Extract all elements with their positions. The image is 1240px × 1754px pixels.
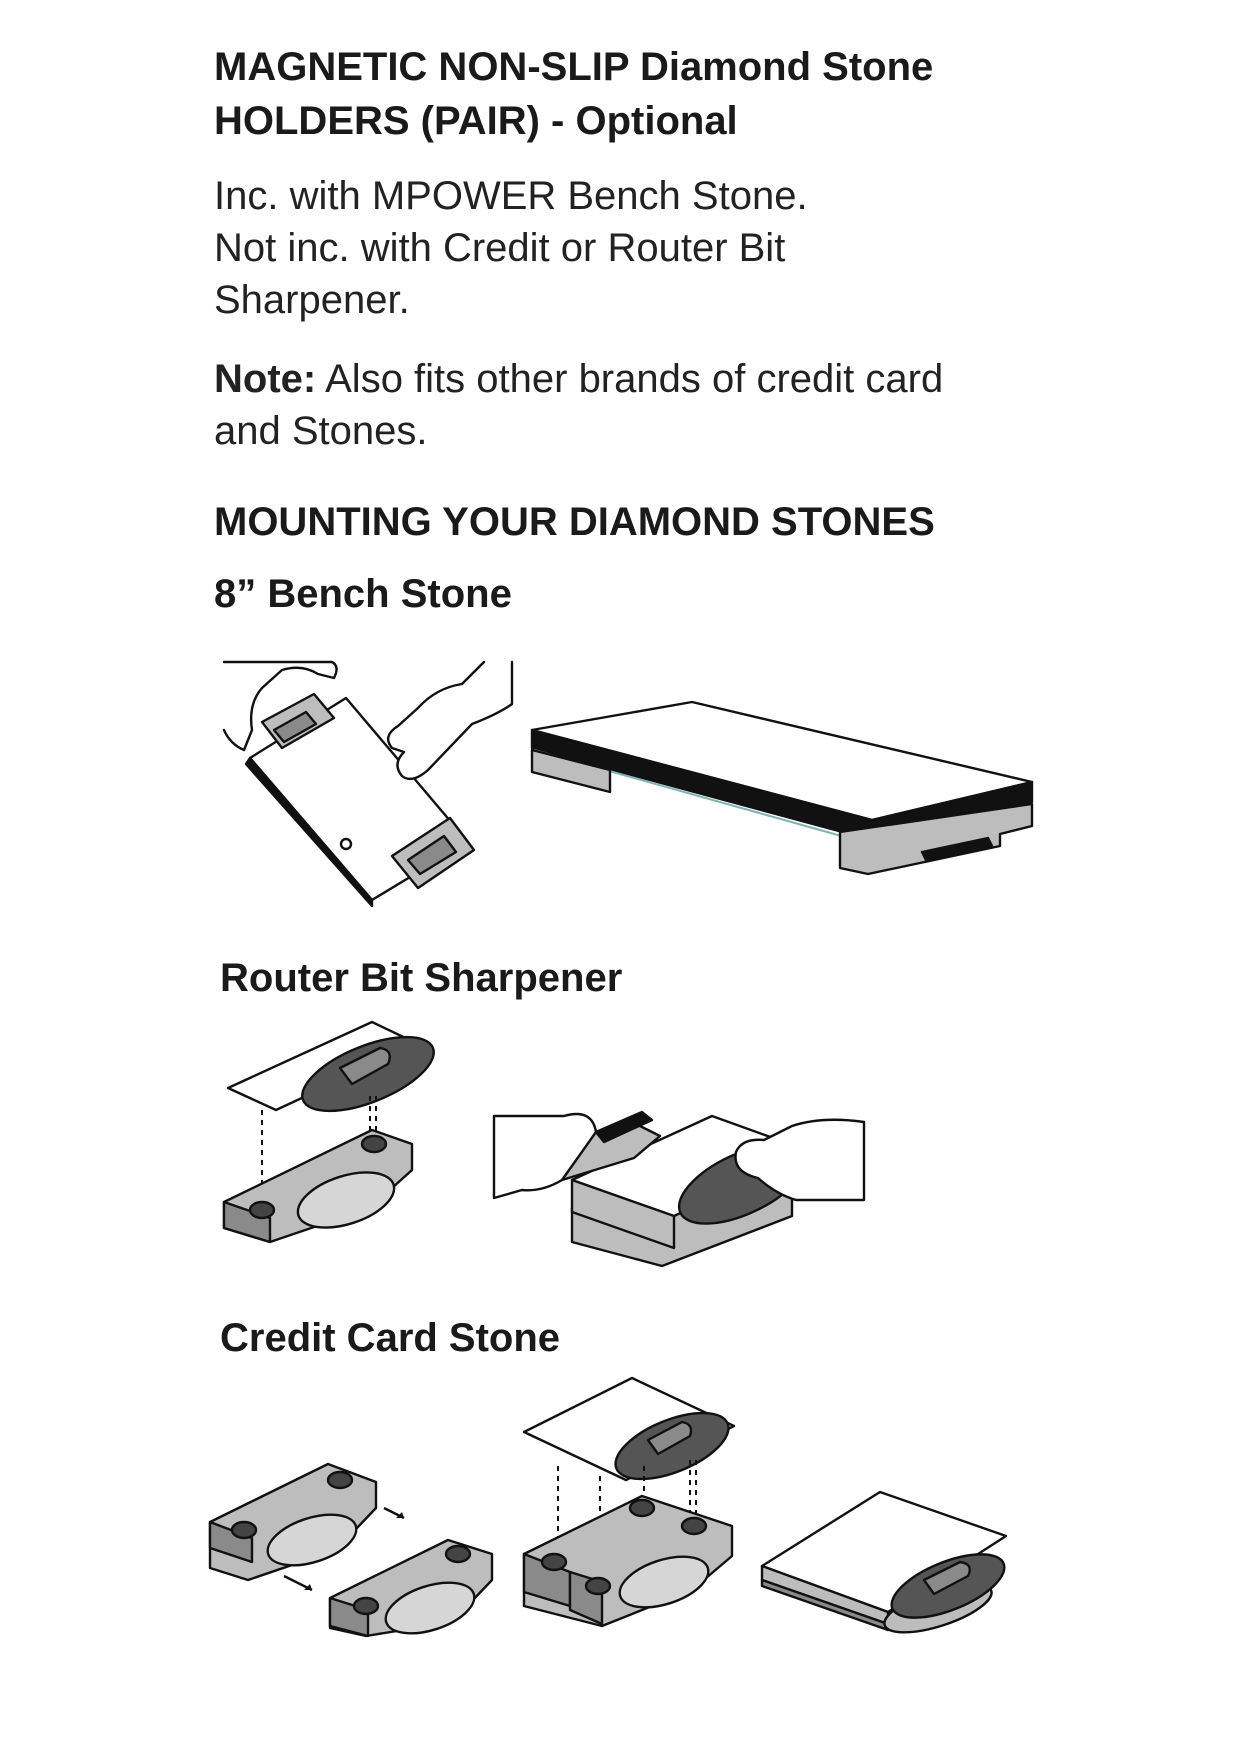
holder-top: [260, 692, 336, 750]
hand-left-outline: [492, 1112, 598, 1200]
router-bit-heading: Router Bit Sharpener: [220, 956, 623, 1000]
credit-holders-illustration: [208, 1462, 494, 1638]
router-holder: [222, 1128, 414, 1244]
hand-right-outline: [734, 1118, 866, 1202]
router-sharpening-illustration: [492, 1110, 866, 1268]
note-paragraph: Note: Also fits other brands of credit c…: [214, 353, 1034, 457]
inclusion-line-1: Inc. with MPOWER Bench Stone.: [214, 174, 808, 218]
credit-exploded-illustration: [522, 1376, 736, 1628]
page-title: MAGNETIC NON-SLIP Diamond Stone HOLDERS …: [214, 40, 1014, 148]
bench-attach-illustration: [222, 660, 514, 908]
router-exploded-illustration: [222, 1020, 435, 1244]
holder-a: [208, 1462, 378, 1582]
note-label: Note:: [214, 357, 317, 401]
credit-holder-pair: [522, 1494, 734, 1628]
holder-right: [838, 802, 1034, 876]
title-line-1: MAGNETIC NON-SLIP Diamond Stone: [214, 45, 934, 89]
hand-right-outline: [386, 660, 514, 781]
mounting-heading: MOUNTING YOUR DIAMOND STONES: [214, 500, 935, 544]
holder-b: [328, 1538, 494, 1638]
title-line-2: HOLDERS (PAIR) - Optional: [214, 99, 738, 143]
bench-assembled-illustration: [530, 700, 1034, 876]
credit-assembled-illustration: [760, 1490, 1008, 1634]
note-line-1: Note: Also fits other brands of credit c…: [214, 353, 1034, 405]
inclusion-line-2: Not inc. with Credit or Router Bit: [214, 226, 786, 270]
holder-bottom: [390, 816, 476, 890]
credit-card-heading: Credit Card Stone: [220, 1316, 561, 1360]
holder-left: [530, 748, 612, 794]
inclusion-paragraph: Inc. with MPOWER Bench Stone. Not inc. w…: [214, 170, 1034, 326]
bench-stone-heading: 8” Bench Stone: [214, 572, 512, 616]
note-line-2: and Stones.: [214, 409, 428, 453]
inclusion-line-3: Sharpener.: [214, 278, 410, 322]
hand-left-outline: [222, 660, 338, 752]
note-text-1: Also fits other brands of credit card: [316, 357, 944, 401]
